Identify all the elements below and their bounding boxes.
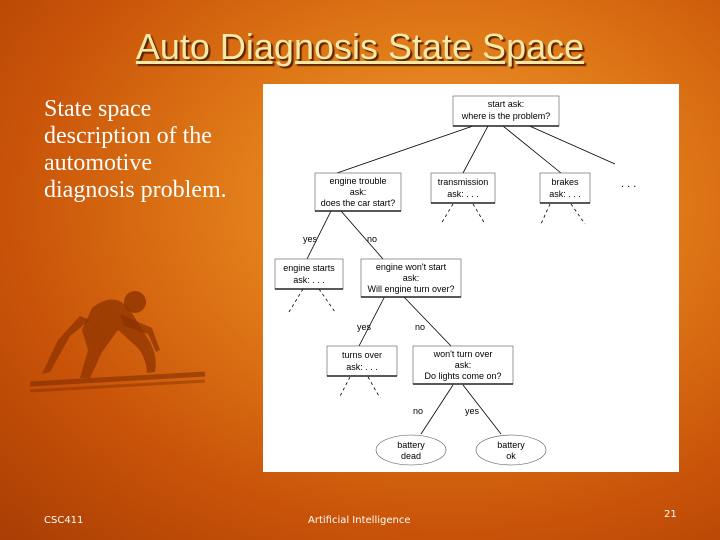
runner-silhouette-image — [30, 270, 230, 395]
node-brakes-line2: ask: . . . — [549, 189, 581, 199]
node-engine-starts-line2: ask: . . . — [293, 275, 325, 285]
node-engine-trouble-line3: does the car start? — [321, 198, 396, 208]
node-engine-wont-start-line1: engine won't start — [376, 262, 447, 272]
node-wont-turn-over-line1: won't turn over — [433, 349, 493, 359]
footer-subject: Artificial Intelligence — [308, 515, 411, 526]
node-battery-dead-line2: dead — [401, 451, 421, 461]
state-space-diagram: start ask: where is the problem? engine … — [263, 84, 679, 472]
node-battery-ok-line1: battery — [497, 440, 525, 450]
node-turns-over-line2: ask: . . . — [346, 362, 378, 372]
page-number: 21 — [664, 509, 677, 520]
node-engine-trouble-line1: engine trouble — [329, 176, 386, 186]
node-root-line1: start ask: — [488, 99, 525, 109]
footer-course: CSC411 — [44, 515, 83, 526]
node-engine-trouble-line2: ask: — [350, 187, 367, 197]
node-battery-ok-line2: ok — [506, 451, 516, 461]
node-turns-over-line1: turns over — [342, 350, 382, 360]
edge-label-lights-yes: yes — [465, 406, 480, 416]
node-root-line2: where is the problem? — [461, 111, 551, 121]
slide-title: Auto Diagnosis State Space — [40, 26, 680, 68]
node-engine-starts-line1: engine starts — [283, 263, 335, 273]
node-wont-turn-over-line3: Do lights come on? — [424, 371, 501, 381]
node-transmission-line2: ask: . . . — [447, 189, 479, 199]
slide-description: State space description of the automotiv… — [44, 96, 244, 204]
node-transmission-line1: transmission — [438, 177, 489, 187]
node-brakes-line1: brakes — [551, 177, 579, 187]
edge-label-lights-no: no — [413, 406, 423, 416]
edge-label-turn-yes: yes — [357, 322, 372, 332]
node-wont-turn-over-line2: ask: — [455, 360, 472, 370]
edge-label-start-no: no — [367, 234, 377, 244]
edge-label-start-yes: yes — [303, 234, 318, 244]
edge-label-turn-no: no — [415, 322, 425, 332]
node-battery-dead-line1: battery — [397, 440, 425, 450]
node-engine-wont-start-line2: ask: — [403, 273, 420, 283]
more-branches-ellipsis: . . . — [621, 178, 636, 190]
node-engine-wont-start-line3: Will engine turn over? — [367, 284, 454, 294]
